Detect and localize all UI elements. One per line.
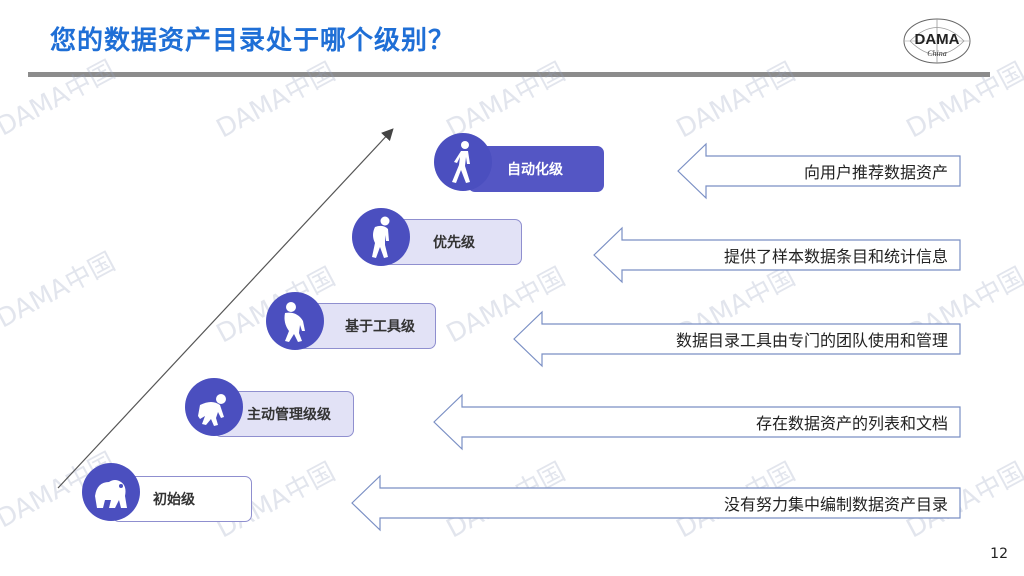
description-arrow: 存在数据资产的列表和文档	[432, 393, 962, 451]
description-arrow: 没有努力集中编制数据资产目录	[350, 474, 962, 532]
description-text: 存在数据资产的列表和文档	[755, 414, 948, 433]
description-arrow: 数据目录工具由专门的团队使用和管理	[512, 310, 962, 368]
level-label: 主动管理级级	[247, 407, 331, 423]
logo-text: DAMA	[915, 31, 960, 48]
description-text: 数据目录工具由专门的团队使用和管理	[675, 331, 948, 350]
level-label: 基于工具级	[345, 319, 415, 335]
description-text: 向用户推荐数据资产	[803, 163, 948, 182]
crouching-ape-icon	[185, 378, 243, 436]
logo-subtext: China	[927, 49, 947, 58]
level-label: 优先级	[433, 235, 475, 251]
early-hominid-icon	[266, 292, 324, 350]
gorilla-icon	[82, 463, 140, 521]
dama-logo: DAMA China	[902, 16, 972, 66]
hunched-hominid-icon	[352, 208, 410, 266]
level-label: 初始级	[153, 492, 195, 508]
walking-human-icon	[434, 133, 492, 191]
page-number: 12	[990, 546, 1008, 562]
description-text: 提供了样本数据条目和统计信息	[723, 247, 948, 266]
title-divider	[28, 72, 990, 77]
slide-title: 您的数据资产目录处于哪个级别？	[50, 26, 456, 56]
description-text: 没有努力集中编制数据资产目录	[723, 495, 948, 514]
description-arrow: 提供了样本数据条目和统计信息	[592, 226, 962, 284]
level-label: 自动化级	[507, 162, 563, 178]
description-arrow: 向用户推荐数据资产	[676, 142, 962, 200]
